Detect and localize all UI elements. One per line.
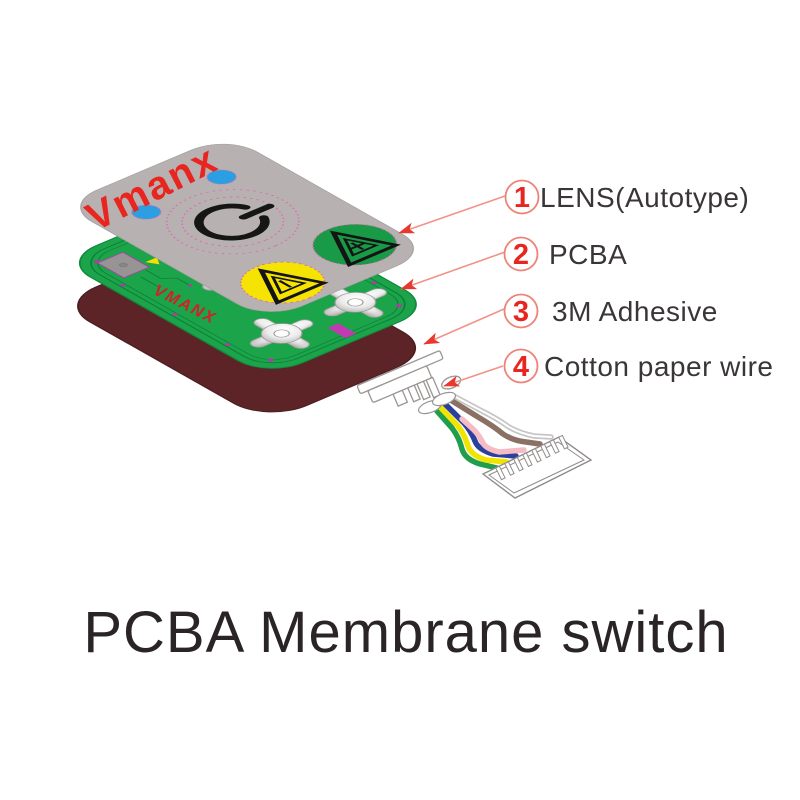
cotton-paper-connector xyxy=(356,350,462,407)
power-key-outline-outer xyxy=(165,189,300,255)
callout-4-number: 4 xyxy=(513,351,529,383)
callout-3: 3 3M Adhesive xyxy=(503,293,718,329)
lens-sheet xyxy=(80,143,414,312)
metal-dome-switch-minus xyxy=(249,318,314,349)
minus-button xyxy=(239,261,329,305)
callout-1-number: 1 xyxy=(514,182,530,214)
callout-2-label: PCBA xyxy=(549,239,627,270)
pcb-traces xyxy=(140,269,191,288)
callout-1-circle xyxy=(504,179,540,215)
callout-4: 4 Cotton paper wire xyxy=(503,348,774,384)
pcb-trace-pad xyxy=(156,286,162,289)
arrow-pcba xyxy=(400,251,506,290)
callout-2-circle xyxy=(503,236,539,272)
lens-layer xyxy=(80,143,414,312)
page-title: PCBA Membrane switch xyxy=(83,600,728,665)
led-dot-upper xyxy=(206,169,237,185)
callout-3-label: 3M Adhesive xyxy=(552,296,718,327)
callout-4-label: Cotton paper wire xyxy=(544,351,774,382)
arrow-lens xyxy=(398,195,506,234)
wire-harness xyxy=(417,390,556,473)
callout-4-circle xyxy=(503,348,539,384)
callout-1-label: LENS(Autotype) xyxy=(540,182,749,213)
power-key-outline-inner xyxy=(181,196,285,247)
callout-2: 2 PCBA xyxy=(503,236,627,272)
power-icon xyxy=(194,203,275,241)
callout-3-number: 3 xyxy=(513,296,529,328)
pcb-trace-pad xyxy=(187,284,193,287)
arrow-wire xyxy=(443,365,504,387)
plus-icon xyxy=(329,230,401,268)
callout-2-number: 2 xyxy=(513,239,529,271)
wire-yellow xyxy=(438,405,510,465)
minus-icon xyxy=(257,268,329,305)
callout-arrows xyxy=(398,195,506,387)
wire-crimp-ends xyxy=(417,391,457,415)
wire-brown xyxy=(446,396,543,447)
wire-silver xyxy=(449,392,554,440)
metal-dome-switch-plus xyxy=(323,287,388,318)
wire-pink xyxy=(459,416,527,455)
pcb-ic-chip xyxy=(96,251,150,279)
wire-plug-connector xyxy=(481,434,593,499)
wire-green xyxy=(434,408,500,471)
led-dot-lower xyxy=(130,204,162,220)
pcb-magenta-connector xyxy=(327,323,357,339)
callout-3-circle xyxy=(503,293,539,329)
plug-pins xyxy=(495,434,569,481)
callout-1: 1 LENS(Autotype) xyxy=(504,179,749,215)
pcb-yellow-component xyxy=(145,257,160,265)
plus-button xyxy=(312,223,401,268)
arrow-adhesive xyxy=(423,308,505,345)
